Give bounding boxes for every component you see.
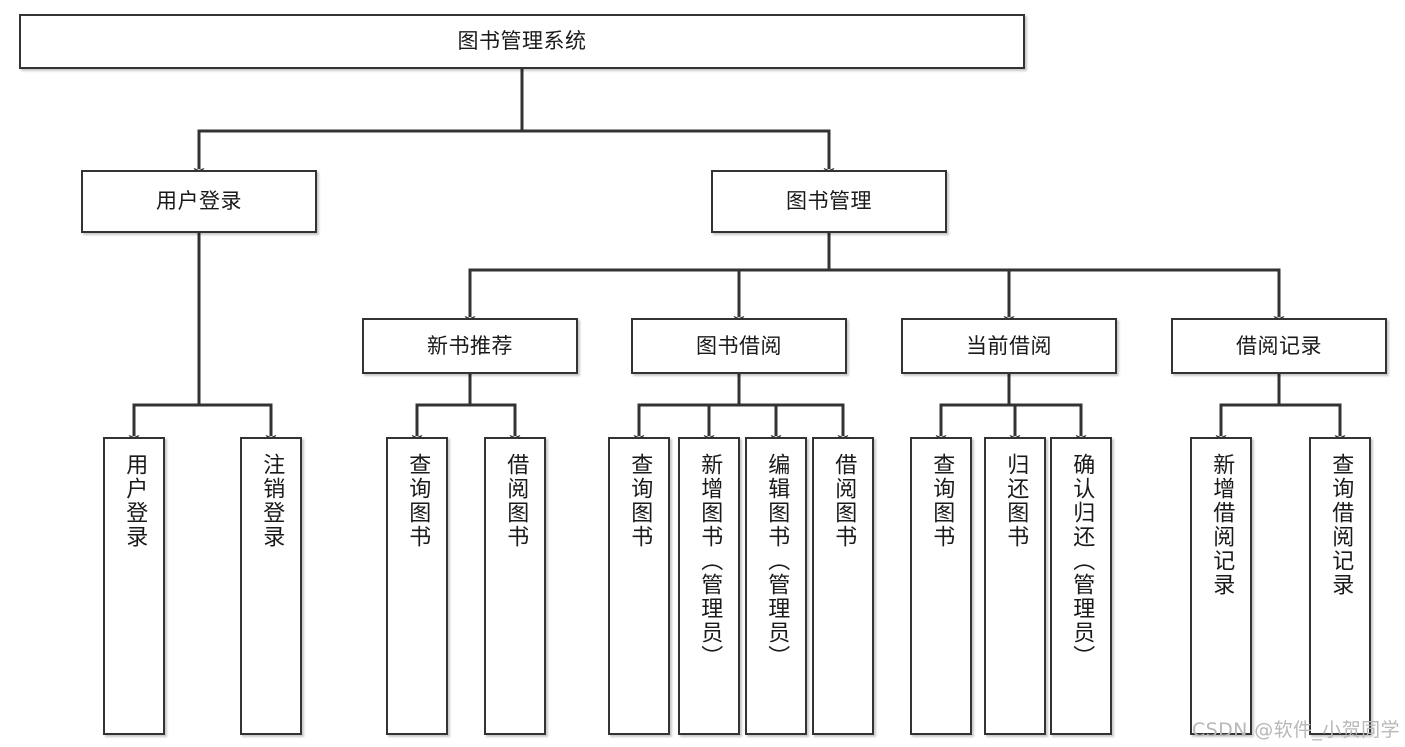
edge-new-book-rec-to-leaf-query-book-1: [411, 403, 470, 444]
node-label-leaf-user-login: 用户登录: [122, 453, 148, 549]
edge-user-login-to-leaf-logout: [199, 403, 277, 444]
node-user-login[interactable]: 用户登录: [81, 170, 317, 233]
node-root[interactable]: 图书管理系统: [19, 14, 1025, 69]
node-leaf-confirm-ret[interactable]: 确认归还（管理员）: [1050, 437, 1112, 735]
node-label-leaf-add-record: 新增借阅记录: [1209, 453, 1235, 597]
edge-current-borrow-to-leaf-confirm-ret: [1009, 403, 1087, 444]
edge-book-manage-to-current-borrow: [829, 268, 1015, 325]
node-label-leaf-edit-book: 编辑图书（管理员）: [764, 453, 790, 669]
edge-book-borrow-to-leaf-add-book: [703, 403, 739, 444]
edge-book-borrow-to-leaf-borrow-book-2: [739, 403, 849, 444]
node-leaf-query-book-2[interactable]: 查询图书: [608, 437, 670, 735]
edge-book-borrow-to-leaf-query-book-2: [633, 403, 739, 444]
node-new-book-rec[interactable]: 新书推荐: [362, 318, 578, 374]
node-label-book-borrow: 图书借阅: [696, 333, 782, 358]
node-label-new-book-rec: 新书推荐: [427, 333, 513, 358]
edge-current-borrow-to-leaf-query-book-3: [935, 403, 1009, 444]
edge-user-login-to-leaf-user-login: [128, 403, 199, 444]
node-leaf-query-book-1[interactable]: 查询图书: [386, 437, 448, 735]
node-leaf-borrow-book-1[interactable]: 借阅图书: [484, 437, 546, 735]
node-label-borrow-record: 借阅记录: [1236, 333, 1322, 358]
node-label-user-login: 用户登录: [156, 189, 242, 214]
edge-root-to-book-manage: [522, 129, 835, 177]
node-leaf-query-record[interactable]: 查询借阅记录: [1309, 437, 1371, 735]
node-label-leaf-query-record: 查询借阅记录: [1328, 453, 1354, 597]
node-label-leaf-confirm-ret: 确认归还（管理员）: [1069, 453, 1095, 669]
node-borrow-record[interactable]: 借阅记录: [1171, 318, 1387, 374]
node-leaf-logout[interactable]: 注销登录: [240, 437, 302, 735]
node-leaf-user-login[interactable]: 用户登录: [103, 437, 165, 735]
node-leaf-return-book[interactable]: 归还图书: [984, 437, 1046, 735]
node-leaf-add-record[interactable]: 新增借阅记录: [1190, 437, 1252, 735]
node-label-leaf-query-book-2: 查询图书: [627, 453, 653, 549]
edge-new-book-rec-to-leaf-borrow-book-1: [470, 403, 521, 444]
node-label-leaf-borrow-book-1: 借阅图书: [503, 453, 529, 549]
node-book-manage[interactable]: 图书管理: [711, 170, 947, 233]
edge-book-manage-to-book-borrow: [733, 268, 829, 325]
csdn-watermark: CSDN @软件_小贺同学: [1192, 719, 1400, 741]
node-label-leaf-logout: 注销登录: [259, 453, 285, 549]
node-label-book-manage: 图书管理: [786, 189, 872, 214]
edge-book-manage-to-new-book-rec: [464, 268, 829, 325]
edge-book-borrow-to-leaf-edit-book: [739, 403, 782, 444]
edge-book-manage-to-borrow-record: [829, 268, 1285, 325]
node-book-borrow[interactable]: 图书借阅: [631, 318, 847, 374]
edge-borrow-record-to-leaf-query-record: [1279, 403, 1346, 444]
node-label-leaf-borrow-book-2: 借阅图书: [831, 453, 857, 549]
node-leaf-edit-book[interactable]: 编辑图书（管理员）: [745, 437, 807, 735]
node-label-leaf-query-book-1: 查询图书: [405, 453, 431, 549]
node-label-leaf-add-book: 新增图书（管理员）: [697, 453, 723, 669]
node-label-leaf-return-book: 归还图书: [1003, 453, 1029, 549]
node-label-root: 图书管理系统: [457, 29, 587, 54]
edge-borrow-record-to-leaf-add-record: [1215, 403, 1279, 444]
node-leaf-borrow-book-2[interactable]: 借阅图书: [812, 437, 874, 735]
node-label-current-borrow: 当前借阅: [966, 333, 1052, 358]
node-leaf-query-book-3[interactable]: 查询图书: [910, 437, 972, 735]
edge-current-borrow-to-leaf-return-book: [1009, 403, 1021, 444]
node-label-leaf-query-book-3: 查询图书: [929, 453, 955, 549]
edge-root-to-user-login: [193, 129, 522, 177]
node-current-borrow[interactable]: 当前借阅: [901, 318, 1117, 374]
node-leaf-add-book[interactable]: 新增图书（管理员）: [678, 437, 740, 735]
